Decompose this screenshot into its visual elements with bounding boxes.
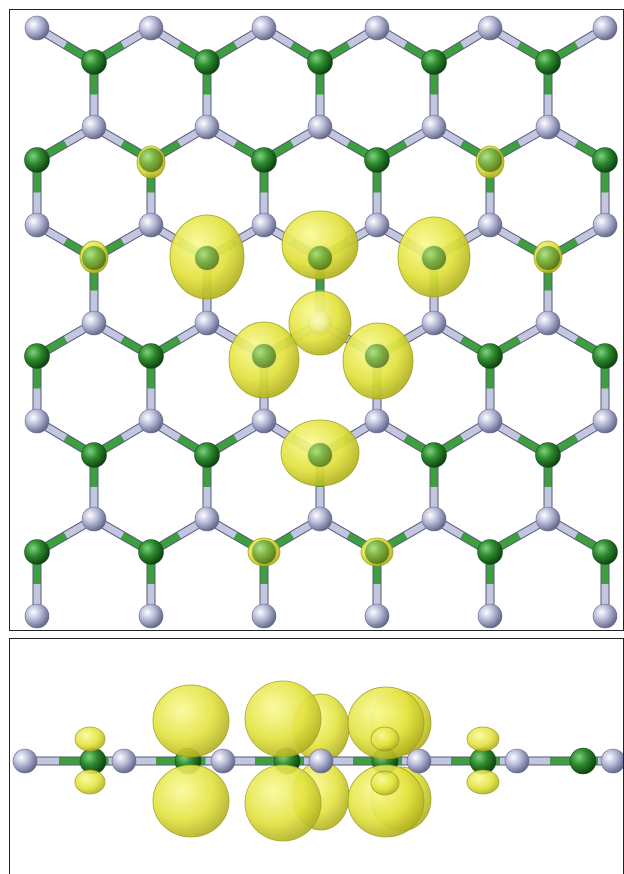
nitrogen-atom-under-surface [195, 246, 219, 270]
boron-atom [251, 15, 277, 41]
side-isosurface-lobe [466, 769, 500, 795]
defect-atom-under-surface [310, 312, 330, 332]
side-boron-atom [210, 748, 236, 774]
nitrogen-atom-under-surface [365, 540, 389, 564]
nitrogen-atom [81, 49, 107, 75]
side-isosurface-lobe [152, 684, 230, 758]
boron-atom [251, 408, 277, 434]
side-boron-atom [600, 748, 623, 774]
nitrogen-atom-under-surface [308, 443, 332, 467]
boron-atom [477, 408, 503, 434]
boron-atom [421, 114, 447, 140]
boron-atom [194, 114, 220, 140]
side-isosurface-lobe [74, 726, 106, 752]
side-isosurface-lobe [244, 680, 322, 758]
nitrogen-atom [421, 49, 447, 75]
boron-atom [477, 212, 503, 238]
boron-atom [364, 212, 390, 238]
nitrogen-atom [592, 343, 618, 369]
boron-atom [592, 603, 618, 629]
nitrogen-atom [138, 343, 164, 369]
nitrogen-atom-under-surface [365, 344, 389, 368]
isosurface-lobe-large [281, 210, 359, 280]
side-isosurface-lobe [347, 686, 425, 760]
nitrogen-atom-under-surface [308, 246, 332, 270]
side-boron-atom [406, 748, 432, 774]
nitrogen-atom [535, 442, 561, 468]
nitrogen-atom [535, 49, 561, 75]
boron-atom [592, 408, 618, 434]
boron-atom [307, 506, 333, 532]
nitrogen-atom [592, 147, 618, 173]
boron-atom [81, 114, 107, 140]
side-isosurface-inner-lobe [370, 770, 400, 796]
boron-atom [24, 408, 50, 434]
side-boron-atom [12, 748, 38, 774]
nitrogen-atom [194, 442, 220, 468]
side-isosurface-lobe [74, 769, 106, 795]
side-isosurface-lobe [347, 764, 425, 838]
boron-atom [364, 408, 390, 434]
boron-atom [194, 310, 220, 336]
boron-atom [535, 506, 561, 532]
side-isosurface-lobe [466, 726, 500, 752]
nitrogen-atom [307, 49, 333, 75]
side-isosurface-lobe [244, 764, 322, 842]
nitrogen-atom-under-surface [139, 148, 163, 172]
boron-atom [535, 310, 561, 336]
top-view-panel [9, 9, 624, 631]
boron-atom [592, 15, 618, 41]
boron-atom [24, 603, 50, 629]
side-boron-atom [308, 748, 334, 774]
boron-atom [138, 408, 164, 434]
nitrogen-atom [81, 442, 107, 468]
boron-atom [138, 603, 164, 629]
boron-atom [251, 603, 277, 629]
nitrogen-atom [24, 539, 50, 565]
boron-atom [194, 506, 220, 532]
boron-atom [477, 603, 503, 629]
nitrogen-atom-under-surface [252, 540, 276, 564]
boron-atom [307, 114, 333, 140]
side-nitrogen-atom [569, 747, 597, 775]
boron-atom [592, 212, 618, 238]
boron-atom [251, 212, 277, 238]
boron-atom [81, 506, 107, 532]
nitrogen-atom [592, 539, 618, 565]
boron-atom [535, 114, 561, 140]
top-view-lattice [24, 15, 618, 629]
nitrogen-atom-under-surface [252, 344, 276, 368]
nitrogen-atom [477, 539, 503, 565]
nitrogen-atom-under-surface [422, 246, 446, 270]
side-boron-atom [504, 748, 530, 774]
boron-atom [477, 15, 503, 41]
nitrogen-atom [194, 49, 220, 75]
nitrogen-atom [24, 147, 50, 173]
nitrogen-atom [138, 539, 164, 565]
atom-overlay-layer [82, 148, 560, 564]
side-isosurface-lobe [152, 764, 230, 838]
nitrogen-atom [24, 343, 50, 369]
nitrogen-atom-under-surface [478, 148, 502, 172]
side-view-lattice [12, 680, 623, 842]
side-isosurface-inner-lobe [370, 726, 400, 752]
nitrogen-atom [251, 147, 277, 173]
side-isosurface-front [74, 680, 500, 842]
side-boron-atom [111, 748, 137, 774]
nitrogen-atom-under-surface [536, 246, 560, 270]
boron-atom [364, 15, 390, 41]
boron-atom [138, 212, 164, 238]
boron-atom [24, 212, 50, 238]
boron-atom [421, 310, 447, 336]
nitrogen-atom [421, 442, 447, 468]
nitrogen-atom [364, 147, 390, 173]
boron-atom [138, 15, 164, 41]
side-view-panel [9, 638, 624, 874]
nitrogen-atom [477, 343, 503, 369]
nitrogen-atom-under-surface [82, 246, 106, 270]
boron-atom [81, 310, 107, 336]
boron-atom [364, 603, 390, 629]
boron-atom [421, 506, 447, 532]
boron-atom [24, 15, 50, 41]
